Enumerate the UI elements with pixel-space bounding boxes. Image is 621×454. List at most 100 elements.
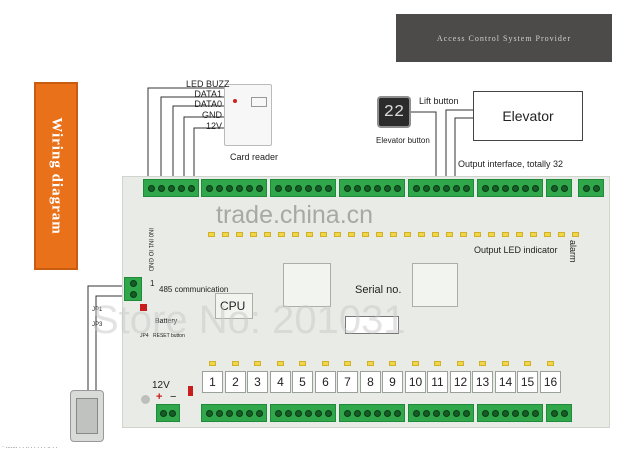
output-interface-label: Output interface, totally 32 xyxy=(458,159,564,169)
output-led-indicator xyxy=(530,232,537,237)
terminal-block-bottom xyxy=(546,404,572,422)
input-key-1: 1 xyxy=(202,371,223,393)
terminal-block-power xyxy=(156,404,180,422)
jp1-label: JP1 xyxy=(92,307,103,313)
terminal-block-top xyxy=(201,179,267,197)
jp4-label: JP4 xyxy=(140,333,149,339)
reset-label: RESET button xyxy=(153,333,185,339)
battery-label: Battery xyxy=(155,318,178,325)
terminal-block-bottom xyxy=(270,404,336,422)
output-led-indicator xyxy=(558,232,565,237)
terminal-block-top xyxy=(270,179,336,197)
terminal-block-bottom xyxy=(201,404,267,422)
input-key-7: 7 xyxy=(337,371,358,393)
input-key-2: 2 xyxy=(225,371,246,393)
output-led-indicator xyxy=(432,232,439,237)
input-led-indicator xyxy=(277,361,284,366)
alarm-label: alarm xyxy=(568,240,578,263)
terminal-block-top xyxy=(477,179,543,197)
input-key-6: 6 xyxy=(315,371,336,393)
driver-chip xyxy=(412,263,458,307)
output-led-indicator xyxy=(446,232,453,237)
jp3-label: JP3 xyxy=(92,322,103,328)
elevator-button-label: Elevator button xyxy=(376,136,430,145)
input-key-11: 11 xyxy=(427,371,448,393)
input-led-indicator xyxy=(389,361,396,366)
footer-text: · ....... . . .. . . . . . .. . . xyxy=(2,444,58,450)
output-led-indicator xyxy=(516,232,523,237)
input-key-4: 4 xyxy=(270,371,291,393)
output-led-indicator xyxy=(306,232,313,237)
mount-hole xyxy=(141,395,150,404)
input-key-8: 8 xyxy=(360,371,381,393)
terminal-block-output xyxy=(408,179,474,197)
comm-pin-number: 1 xyxy=(150,279,155,288)
watermark-store: Store No: 201031 xyxy=(92,298,406,342)
cpu-chip xyxy=(215,293,253,319)
reader-pin-data0: DATA0 xyxy=(194,99,222,109)
output-led-indicator xyxy=(278,232,285,237)
input-led-indicator xyxy=(412,361,419,366)
banner-text: Access Control System Provider xyxy=(436,33,572,43)
terminal-block-bottom xyxy=(339,404,405,422)
power-plus: + xyxy=(156,391,163,403)
terminal-block-bottom xyxy=(477,404,543,422)
reader-pin-data1: DATA1 xyxy=(194,89,222,99)
output-led-indicator xyxy=(208,232,215,237)
terminal-block-reader xyxy=(143,179,199,197)
input-led-indicator xyxy=(299,361,306,366)
input-led-indicator xyxy=(547,361,554,366)
serial-label: Serial no. xyxy=(355,284,402,296)
input-led-indicator xyxy=(209,361,216,366)
output-led-indicator xyxy=(404,232,411,237)
input-led-indicator xyxy=(524,361,531,366)
jumper-block xyxy=(140,304,147,311)
cpu-label: CPU xyxy=(220,299,246,313)
output-led-indicator xyxy=(348,232,355,237)
input-key-14: 14 xyxy=(495,371,516,393)
output-led-indicator xyxy=(376,232,383,237)
output-led-indicator xyxy=(292,232,299,237)
lift-button-label: Lift button xyxy=(419,96,459,106)
input-led-indicator xyxy=(344,361,351,366)
reader-window xyxy=(251,97,267,107)
output-led-label: Output LED indicator xyxy=(474,245,558,255)
output-led-indicator xyxy=(320,232,327,237)
terminal-block-bottom xyxy=(408,404,474,422)
output-led-indicator xyxy=(572,232,579,237)
reader-pin-12v: 12V xyxy=(205,121,222,131)
output-led-indicator xyxy=(474,232,481,237)
terminal-block-top xyxy=(546,179,572,197)
reader-pin-gnd: GND xyxy=(202,110,222,120)
input-led-indicator xyxy=(367,361,374,366)
power-indicator xyxy=(188,386,193,396)
power-minus: − xyxy=(170,391,177,403)
provider-banner: Access Control System Provider xyxy=(396,14,612,62)
comm-label: 485 communication xyxy=(159,285,229,294)
input-key-13: 13 xyxy=(472,371,493,393)
terminal-block-top xyxy=(339,179,405,197)
output-led-indicator xyxy=(544,232,551,237)
serial-port-header xyxy=(345,316,399,334)
lift-number: 22 xyxy=(383,102,405,122)
output-led-indicator xyxy=(334,232,341,237)
side-title-box: Wiring diagram xyxy=(34,82,78,270)
input-led-indicator xyxy=(457,361,464,366)
input-led-indicator xyxy=(232,361,239,366)
input-key-3: 3 xyxy=(247,371,268,393)
db9-plug xyxy=(76,398,98,434)
lift-button-icon: 22 xyxy=(377,96,411,128)
output-led-indicator xyxy=(502,232,509,237)
terminal-block-485 xyxy=(124,277,142,301)
input-led-indicator xyxy=(254,361,261,366)
power-label: 12V xyxy=(152,380,170,391)
terminal-block-alarm xyxy=(578,179,604,197)
card-reader-title: Card reader xyxy=(230,152,279,162)
input-key-12: 12 xyxy=(450,371,471,393)
input-led-indicator xyxy=(434,361,441,366)
memory-chip xyxy=(283,263,331,307)
card-reader xyxy=(224,84,272,146)
output-led-indicator xyxy=(390,232,397,237)
elevator-box: Elevator xyxy=(473,91,583,141)
